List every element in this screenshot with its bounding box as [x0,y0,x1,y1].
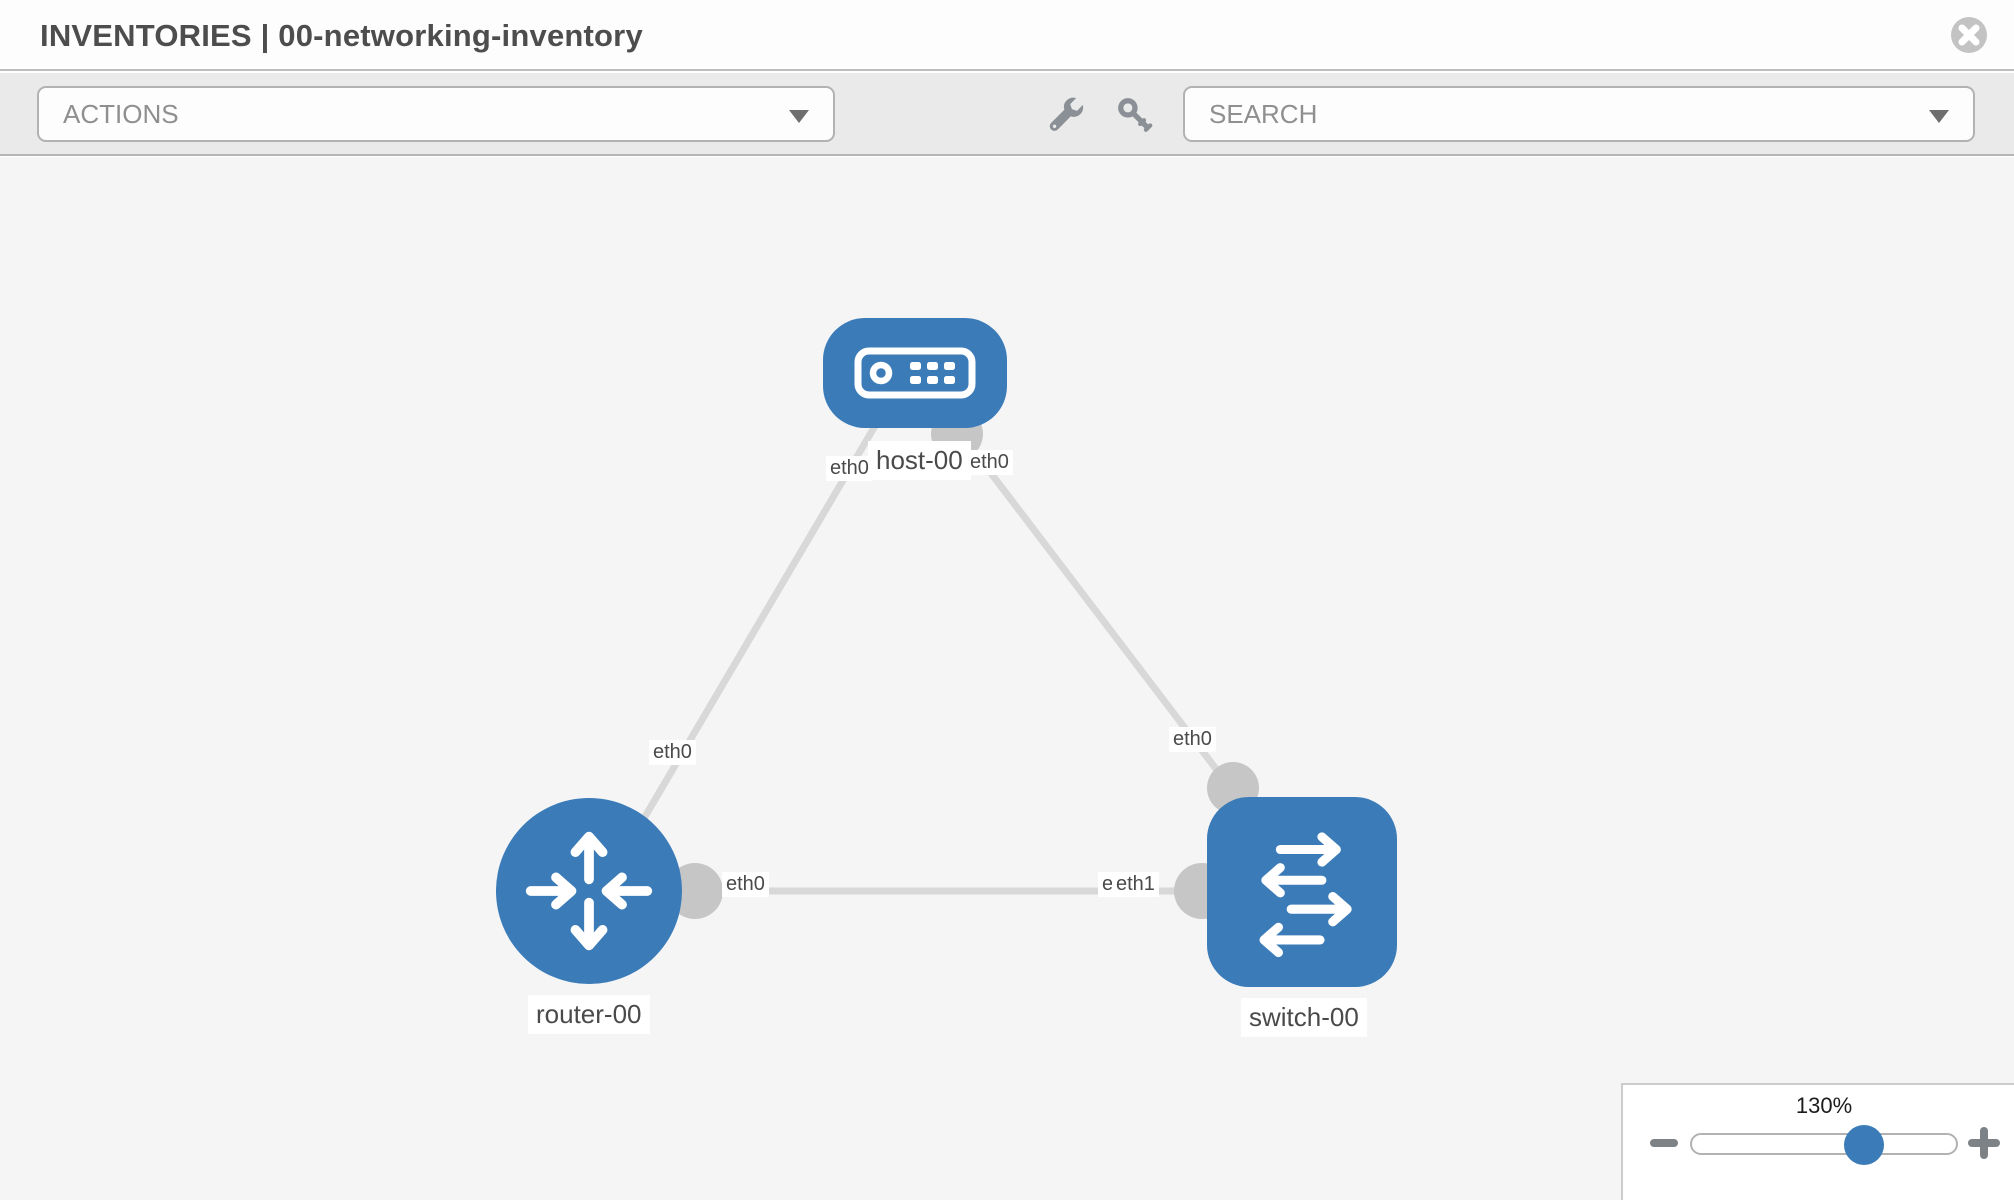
close-icon[interactable] [1950,16,1988,54]
host-icon [854,347,976,399]
node-label-switch: switch-00 [1241,998,1367,1037]
actions-dropdown[interactable]: ACTIONS [37,86,835,142]
interface-label-router-right: eth0 [722,872,769,897]
topology-links-layer [589,408,1300,919]
actions-dropdown-label: ACTIONS [63,98,179,129]
zoom-out-button[interactable] [1650,1139,1678,1147]
node-label-router: router-00 [528,995,650,1034]
zoom-slider-handle[interactable] [1844,1125,1884,1165]
topology-canvas[interactable]: host-00 router-00 switch-00 eth0 eth0 et… [0,157,2014,1200]
zoom-in-button[interactable] [1968,1127,2000,1159]
zoom-panel: 130% [1621,1083,2014,1200]
interface-label-router-diag: eth0 [649,740,696,765]
node-router-00[interactable] [496,798,682,984]
router-icon [525,831,653,951]
node-switch-00[interactable] [1207,797,1397,987]
interface-label-host-right: eth0 [966,450,1013,475]
search-input[interactable]: SEARCH [1183,86,1975,142]
page-title: INVENTORIES | 00-networking-inventory [40,18,643,53]
switch-icon [1259,832,1352,958]
zoom-value: 130% [1795,1093,1853,1118]
zoom-slider-track[interactable] [1690,1133,1958,1155]
search-placeholder: SEARCH [1209,98,1318,129]
key-icon[interactable] [1116,96,1154,134]
link-host-router[interactable] [596,424,879,895]
node-label-host: host-00 [868,441,971,480]
chevron-down-icon [789,110,809,123]
node-host-00[interactable] [823,318,1007,428]
chevron-down-icon [1929,110,1949,123]
header-bar: INVENTORIES | 00-networking-inventory [0,0,2014,71]
interface-label-host-left: eth0 [826,456,873,481]
wrench-icon[interactable] [1048,96,1086,134]
interface-label-switch-left-eth1: eth1 [1112,872,1159,897]
toolbar: ACTIONS SEARCH [0,73,2014,156]
interface-label-switch-diag: eth0 [1169,727,1216,752]
